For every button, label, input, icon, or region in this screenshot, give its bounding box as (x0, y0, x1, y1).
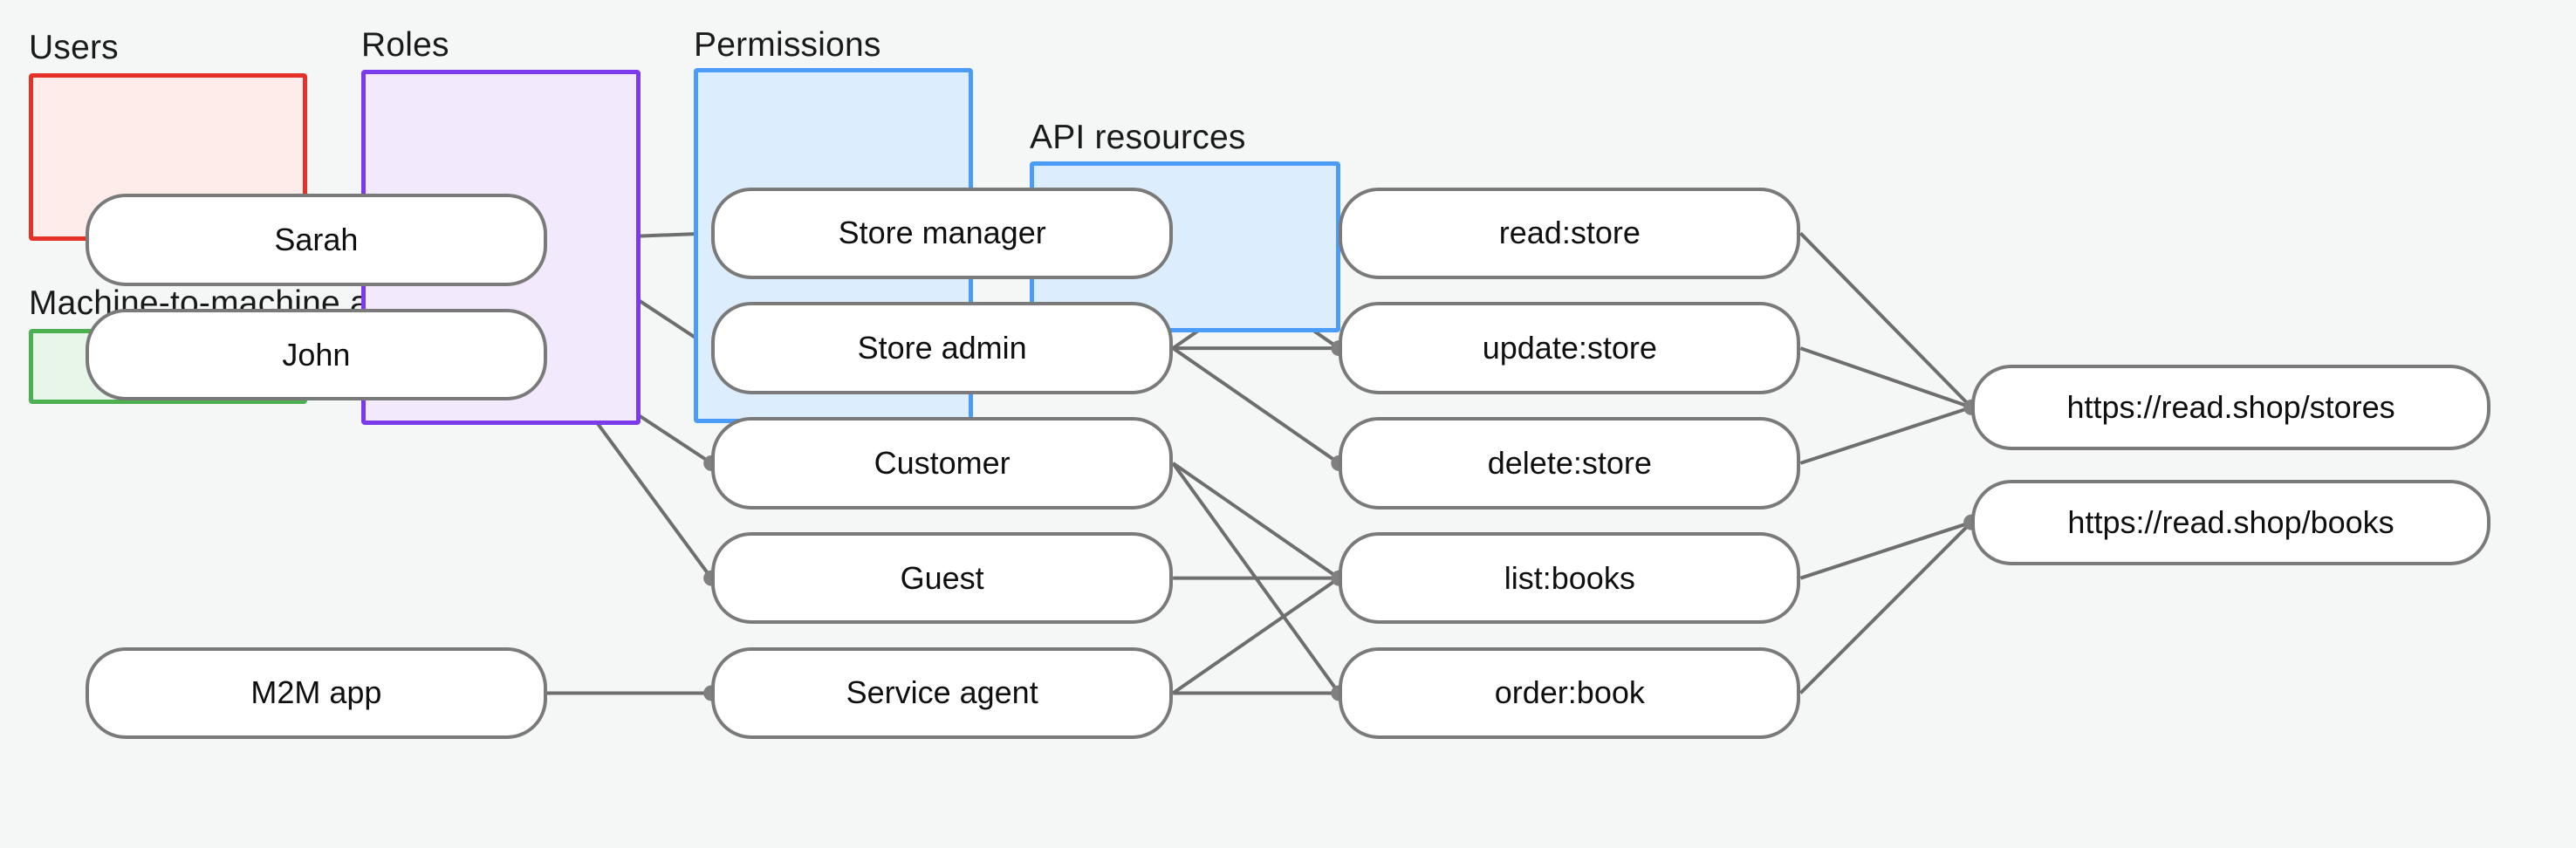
node-label: Store manager (838, 215, 1046, 251)
node-label: Service agent (846, 674, 1038, 711)
node-label: M2M app (250, 674, 382, 711)
node-label: delete:store (1487, 444, 1652, 481)
permission-node-read-store[interactable]: read:store (1339, 187, 1801, 280)
permission-node-delete-store[interactable]: delete:store (1339, 417, 1801, 509)
role-node-store-admin[interactable]: Store admin (711, 302, 1174, 394)
role-node-customer[interactable]: Customer (711, 417, 1174, 509)
permission-node-order-book[interactable]: order:book (1339, 646, 1801, 740)
connection-line-store-admin-to-delete-store (1172, 346, 1340, 465)
node-label: update:store (1482, 330, 1657, 366)
user-node-sarah[interactable]: Sarah (85, 194, 547, 286)
api-resource-node-books[interactable]: https://read.shop/books (1971, 479, 2490, 565)
connection-line-customer-to-order-book (1171, 462, 1340, 694)
connection-line-update-store-to-stores (1799, 346, 1972, 409)
permission-node-list-books[interactable]: list:books (1339, 531, 1801, 625)
api-resource-node-stores[interactable]: https://read.shop/stores (1971, 364, 2490, 450)
node-label: https://read.shop/books (2067, 503, 2394, 540)
group-title-api: API resources (1030, 119, 1246, 156)
node-label: list:books (1504, 559, 1635, 596)
connection-line-read-store-to-stores (1798, 231, 1973, 409)
m2m-app-node-m2m[interactable]: M2M app (85, 646, 547, 740)
node-label: order:book (1494, 674, 1645, 711)
group-title-roles: Roles (361, 26, 449, 64)
node-label: Sarah (274, 221, 359, 257)
connection-line-list-books-to-books (1799, 520, 1972, 580)
node-label: read:store (1498, 215, 1641, 251)
role-node-guest[interactable]: Guest (711, 531, 1174, 625)
connection-line-order-book-to-books (1798, 521, 1973, 694)
permission-node-update-store[interactable]: update:store (1339, 302, 1801, 394)
node-label: John (282, 336, 351, 373)
connection-line-service-agent-to-list-books (1172, 577, 1340, 695)
node-label: https://read.shop/stores (2066, 388, 2395, 425)
user-node-john[interactable]: John (85, 308, 547, 401)
node-label: Store admin (857, 330, 1027, 366)
group-title-users: Users (29, 29, 119, 66)
role-node-service-agent[interactable]: Service agent (711, 646, 1174, 740)
connection-line-delete-store-to-stores (1799, 405, 1972, 465)
node-label: Guest (900, 559, 984, 596)
node-label: Customer (874, 444, 1011, 481)
connection-line-customer-to-list-books (1172, 462, 1340, 580)
role-node-store-manager[interactable]: Store manager (711, 187, 1174, 280)
group-title-permissions: Permissions (694, 26, 881, 64)
